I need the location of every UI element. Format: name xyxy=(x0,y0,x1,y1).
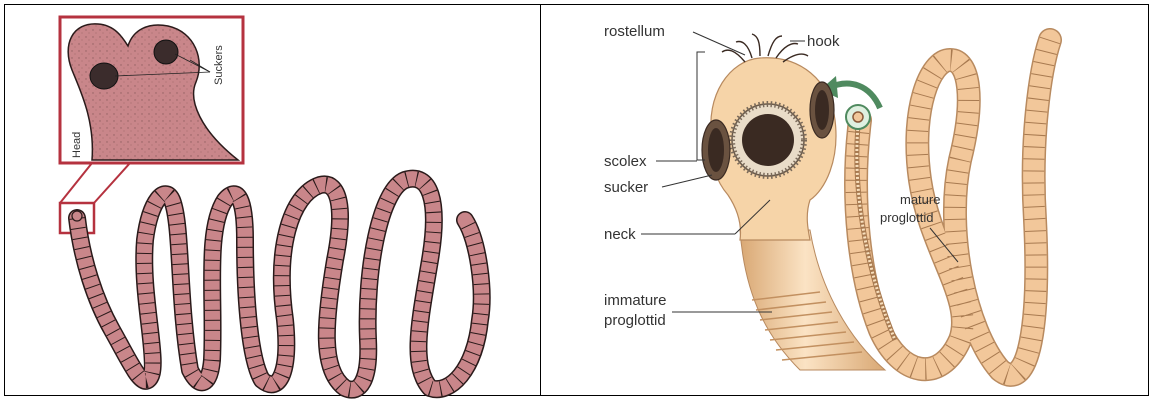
rostellum-label: rostellum xyxy=(604,23,665,40)
left-panel: Suckers Head xyxy=(60,17,482,390)
head-label: Head xyxy=(71,132,83,158)
mature-label-line2: proglottid xyxy=(880,210,933,225)
immature-label-line1: immature xyxy=(604,292,667,309)
hook-label: hook xyxy=(807,33,840,50)
neck-label: neck xyxy=(604,226,636,243)
worm-head xyxy=(72,211,82,221)
immature-label-line2: proglottid xyxy=(604,312,666,329)
sucker-right xyxy=(154,40,178,64)
suckers-label: Suckers xyxy=(213,45,225,85)
mature-strand xyxy=(820,40,1050,375)
right-panel: rostellum hook scolex sucker neck immatu… xyxy=(604,23,1050,375)
head-inset: Suckers Head xyxy=(60,17,243,163)
scolex-label: scolex xyxy=(604,153,647,170)
sucker-label: sucker xyxy=(604,179,648,196)
tapeworm-body xyxy=(72,179,482,390)
sucker-left xyxy=(90,63,118,89)
mature-label-line1: mature xyxy=(900,192,940,207)
